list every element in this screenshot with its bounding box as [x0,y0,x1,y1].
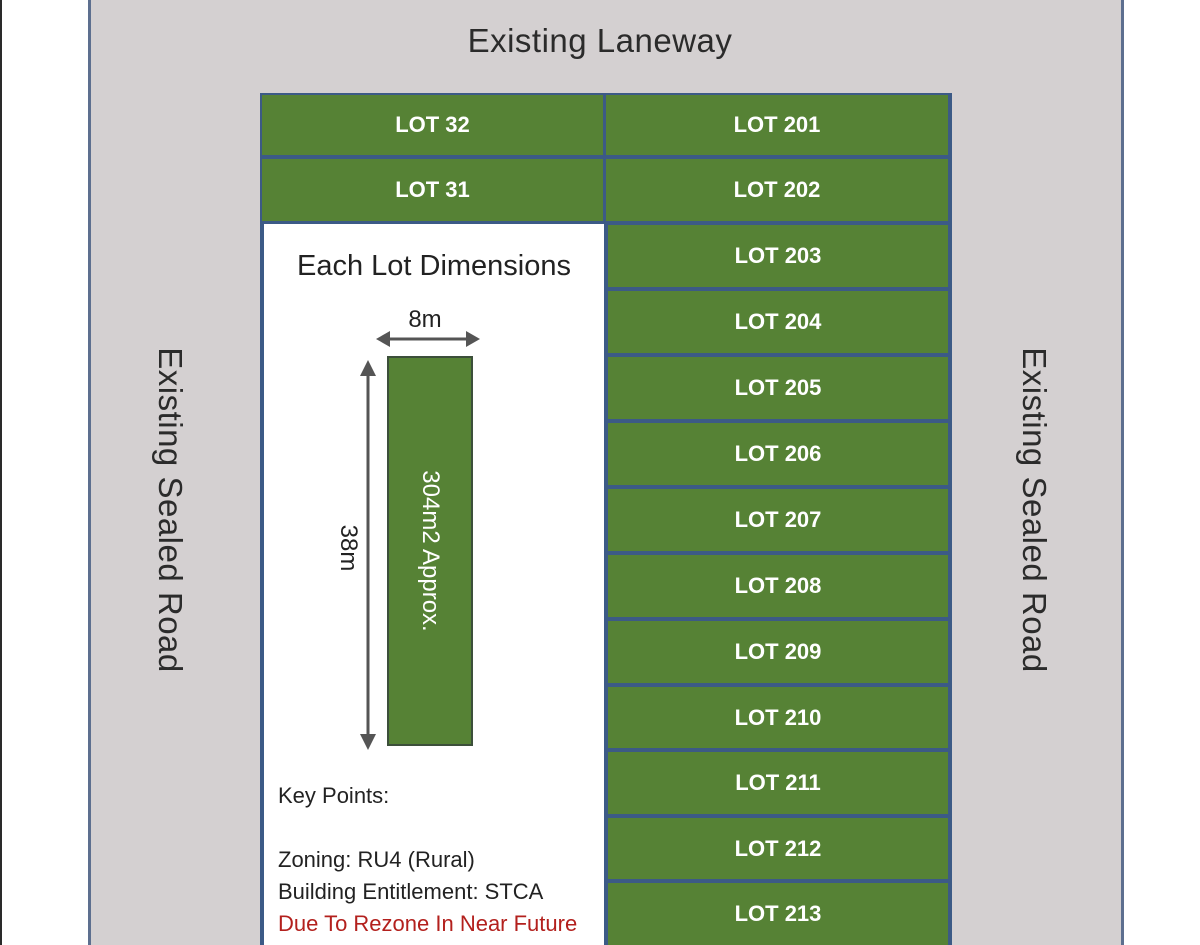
lot-area-label: 304m2 Approx. [417,470,444,632]
rezone-note: Due To Rezone In Near Future [278,911,578,936]
lot-211[interactable]: LOT 211 [608,752,948,814]
lot-32[interactable]: LOT 32 [262,95,603,155]
lot-203[interactable]: LOT 203 [608,225,948,287]
lot-212[interactable]: LOT 212 [608,818,948,879]
zoning-text: Zoning: RU4 (Rural) [278,847,475,872]
frame-left-line [0,0,2,945]
lot-202[interactable]: LOT 202 [606,159,948,221]
key-points-list: Key Points: Zoning: RU4 (Rural) Building… [278,780,577,940]
width-arrow-right-head [466,331,480,347]
lot-201[interactable]: LOT 201 [606,95,948,155]
dimensions-title: Each Lot Dimensions [296,250,572,282]
laneway-label: Existing Laneway [467,22,733,59]
lot-31[interactable]: LOT 31 [262,159,603,221]
width-arrow-left-head [376,331,390,347]
key-points-heading: Key Points: [278,783,390,808]
sample-lot-shape: 304m2 Approx. [387,356,473,746]
lot-213[interactable]: LOT 213 [608,883,948,945]
lot-207[interactable]: LOT 207 [608,489,948,551]
length-arrow-bottom-head [360,734,376,750]
key-points-spacer [278,812,577,844]
width-dimension-label: 8m [408,306,442,333]
length-dimension-label: 38m [335,524,362,572]
lot-209[interactable]: LOT 209 [608,621,948,683]
lot-208[interactable]: LOT 208 [608,555,948,617]
lot-204[interactable]: LOT 204 [608,291,948,353]
length-arrow-top-head [360,360,376,376]
lot-210[interactable]: LOT 210 [608,687,948,748]
lot-205[interactable]: LOT 205 [608,357,948,419]
entitlement-text: Building Entitlement: STCA [278,879,544,904]
lot-206[interactable]: LOT 206 [608,423,948,485]
